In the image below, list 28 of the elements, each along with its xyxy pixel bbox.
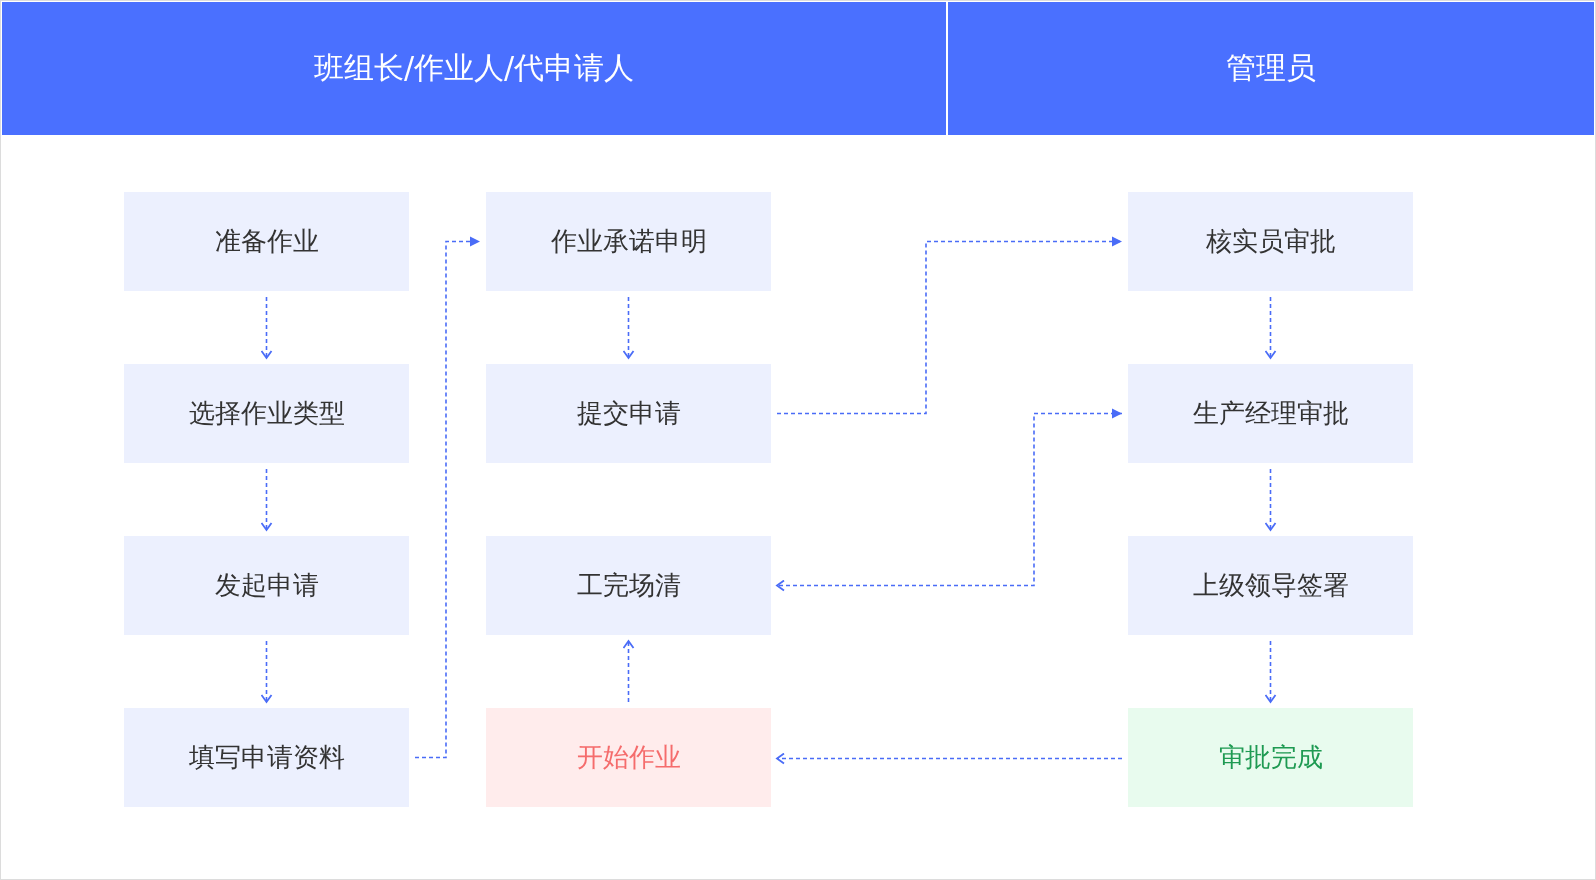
lane-header [948, 2, 1594, 135]
arrow [1264, 640, 1277, 703]
arrow [776, 752, 1123, 765]
arrow [414, 236, 481, 759]
box-label: 上级领导签署 [1192, 569, 1349, 602]
box-label: 开始作业 [576, 741, 681, 774]
arrow [622, 296, 635, 359]
arrow [1264, 468, 1277, 531]
arrow [1264, 296, 1277, 359]
box-label: 作业承诺申明 [550, 225, 707, 258]
box-label: 管理员 [1226, 49, 1316, 87]
arrow [260, 640, 273, 703]
arrow [260, 468, 273, 531]
box-label: 准备作业 [214, 225, 319, 258]
lane-header [2, 2, 946, 135]
arrow [622, 640, 635, 703]
box-label: 发起申请 [214, 569, 319, 602]
arrow [776, 236, 1123, 415]
box-label: 填写申请资料 [188, 741, 345, 774]
box-label: 班组长/作业人/代申请人 [313, 49, 635, 87]
box-label: 选择作业类型 [188, 397, 345, 430]
arrow [260, 296, 273, 359]
box-label: 审批完成 [1218, 741, 1323, 774]
box-label: 核实员审批 [1205, 225, 1336, 258]
box-label: 生产经理审批 [1192, 397, 1349, 430]
box-label: 提交申请 [576, 397, 681, 430]
box-label: 工完场清 [576, 569, 681, 602]
arrow [776, 408, 1123, 592]
